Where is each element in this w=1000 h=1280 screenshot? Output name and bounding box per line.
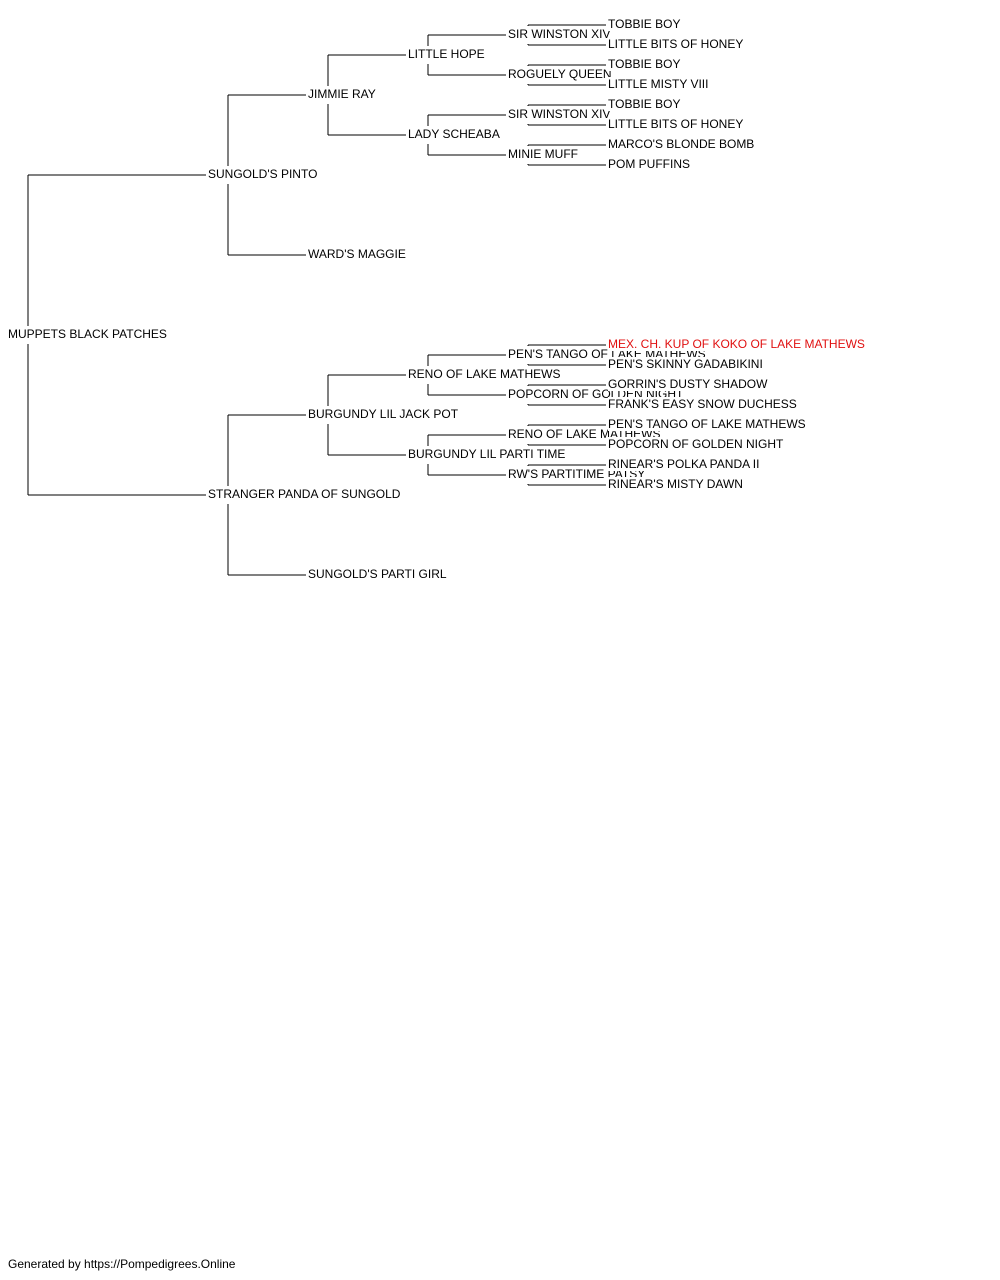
ancestor-name: GORRIN'S DUSTY SHADOW [608, 377, 768, 391]
ancestor-name: LITTLE HOPE [408, 47, 485, 61]
ancestor-name: LITTLE MISTY VIII [608, 77, 709, 91]
ancestor-name: RENO OF LAKE MATHEWS [408, 367, 561, 381]
ancestor-name: PEN'S SKINNY GADABIKINI [608, 357, 763, 371]
ancestor-name: RINEAR'S POLKA PANDA II [608, 457, 760, 471]
ancestor-name: BURGUNDY LIL PARTI TIME [408, 447, 566, 461]
ancestor-name: SIR WINSTON XIV [508, 27, 611, 41]
ancestor-name: LITTLE BITS OF HONEY [608, 37, 744, 51]
ancestor-name: BURGUNDY LIL JACK POT [308, 407, 459, 421]
ancestor-name: MEX. CH. KUP OF KOKO OF LAKE MATHEWS [608, 337, 865, 351]
ancestor-name: POM PUFFINS [608, 157, 691, 171]
ancestor-name: POPCORN OF GOLDEN NIGHT [608, 437, 784, 451]
ancestor-name: JIMMIE RAY [308, 87, 376, 101]
ancestor-name: ROGUELY QUEEN [508, 67, 612, 81]
ancestor-name: STRANGER PANDA OF SUNGOLD [208, 487, 401, 501]
ancestor-name: SUNGOLD'S PARTI GIRL [308, 567, 447, 581]
ancestor-name: MINIE MUFF [508, 147, 578, 161]
ancestor-name: RINEAR'S MISTY DAWN [608, 477, 743, 491]
ancestor-name: LADY SCHEABA [408, 127, 500, 141]
ancestor-name: SIR WINSTON XIV [508, 107, 611, 121]
ancestor-name: MARCO'S BLONDE BOMB [608, 137, 755, 151]
ancestor-name: FRANK'S EASY SNOW DUCHESS [608, 397, 797, 411]
ancestor-name: TOBBIE BOY [608, 17, 681, 31]
ancestor-name: PEN'S TANGO OF LAKE MATHEWS [608, 417, 806, 431]
ancestor-name: WARD'S MAGGIE [308, 247, 406, 261]
ancestor-name: TOBBIE BOY [608, 97, 681, 111]
ancestor-name: LITTLE BITS OF HONEY [608, 117, 744, 131]
footer-credit: Generated by https://Pompedigrees.Online [8, 1257, 236, 1271]
ancestor-name: TOBBIE BOY [608, 57, 681, 71]
ancestor-name: SUNGOLD'S PINTO [208, 167, 318, 181]
subject-name: MUPPETS BLACK PATCHES [8, 327, 167, 341]
